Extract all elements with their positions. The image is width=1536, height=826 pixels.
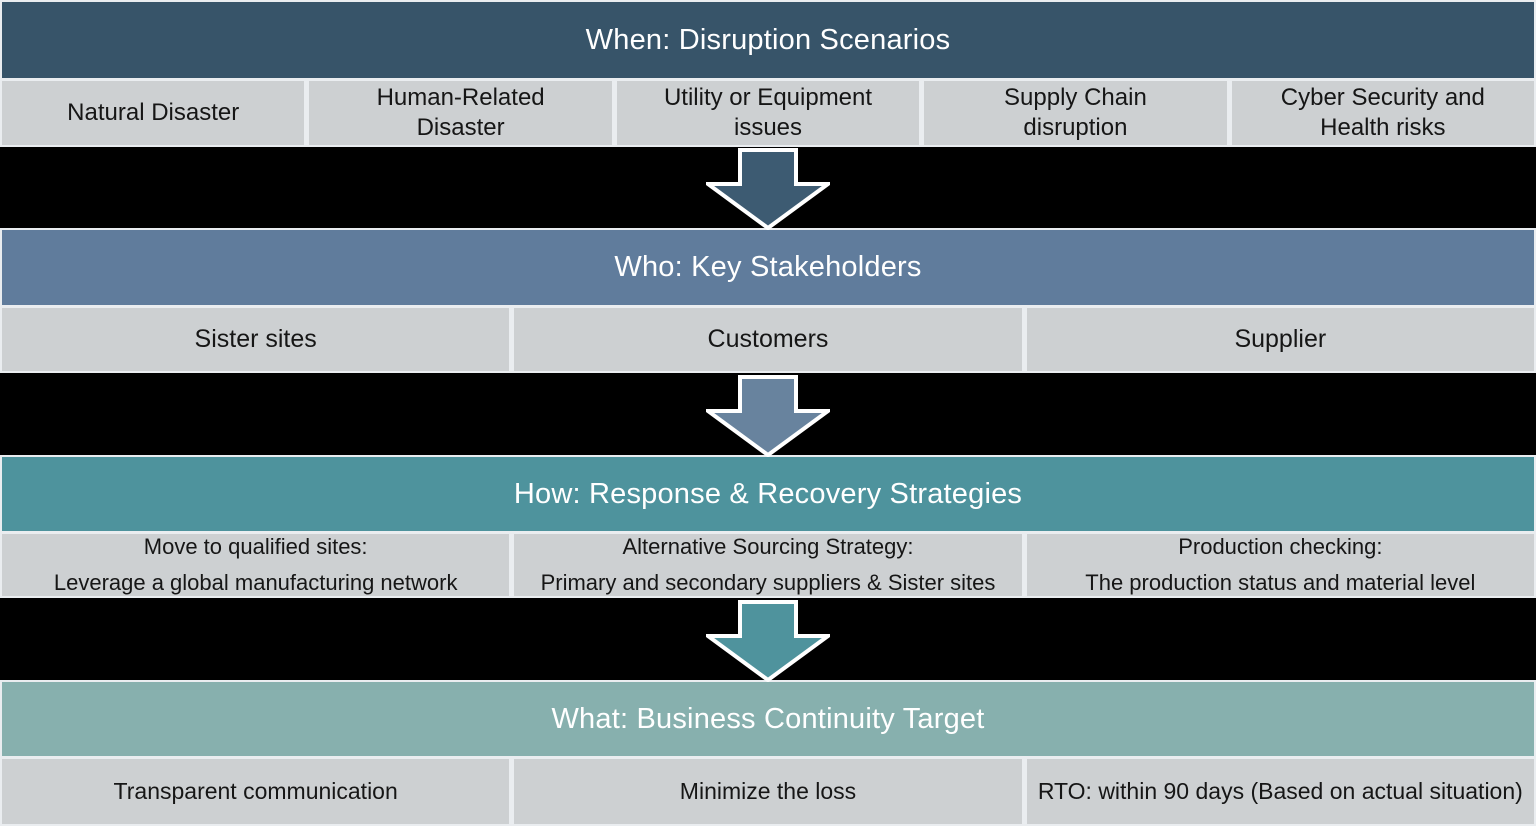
cell-transparent-communication: Transparent communication bbox=[2, 759, 510, 824]
connector-band-3 bbox=[0, 598, 1536, 682]
cell-sister-sites: Sister sites bbox=[2, 308, 510, 371]
section-what: What: Business Continuity Target Transpa… bbox=[0, 680, 1536, 826]
cell-supplier: Supplier bbox=[1026, 308, 1534, 371]
section-when-title: When: Disruption Scenarios bbox=[585, 23, 951, 56]
section-when-header: When: Disruption Scenarios bbox=[2, 2, 1534, 78]
connector-band-2 bbox=[0, 373, 1536, 457]
down-arrow-icon bbox=[706, 148, 830, 230]
cell-human-related-disaster: Human-Related Disaster bbox=[309, 81, 612, 145]
section-who-header: Who: Key Stakeholders bbox=[2, 230, 1534, 305]
section-what-header: What: Business Continuity Target bbox=[2, 682, 1534, 756]
cell-minimize-the-loss: Minimize the loss bbox=[514, 759, 1022, 824]
section-how-title: How: Response & Recovery Strategies bbox=[513, 477, 1023, 510]
down-arrow-icon bbox=[706, 375, 830, 457]
cell-natural-disaster: Natural Disaster bbox=[2, 81, 305, 145]
cell-cyber-security-health-risks: Cyber Security and Health risks bbox=[1231, 81, 1535, 145]
section-what-cells: Transparent communication Minimize the l… bbox=[2, 759, 1534, 824]
cell-customers: Customers bbox=[514, 308, 1022, 371]
down-arrow-shape bbox=[706, 375, 830, 457]
section-when-cells: Natural Disaster Human-Related Disaster … bbox=[2, 81, 1535, 145]
cell-production-checking: Production checking: The production stat… bbox=[1026, 534, 1534, 596]
section-how: How: Response & Recovery Strategies Move… bbox=[0, 455, 1536, 598]
section-how-cells: Move to qualified sites: Leverage a glob… bbox=[2, 534, 1534, 596]
section-who-title: Who: Key Stakeholders bbox=[614, 251, 922, 283]
down-arrow-shape bbox=[706, 600, 830, 682]
section-who-cells: Sister sites Customers Supplier bbox=[2, 308, 1534, 371]
cell-utility-equipment-issues: Utility or Equipment issues bbox=[616, 81, 920, 145]
cell-supply-chain-disruption: Supply Chain disruption bbox=[924, 81, 1227, 145]
cell-rto-target: RTO: within 90 days (Based on actual sit… bbox=[1026, 759, 1534, 824]
connector-band-1 bbox=[0, 147, 1536, 230]
section-how-header: How: Response & Recovery Strategies bbox=[2, 457, 1534, 531]
section-what-title: What: Business Continuity Target bbox=[551, 702, 985, 735]
section-who: Who: Key Stakeholders Sister sites Custo… bbox=[0, 228, 1536, 373]
down-arrow-shape bbox=[706, 148, 830, 230]
cell-move-to-qualified-sites: Move to qualified sites: Leverage a glob… bbox=[2, 534, 510, 596]
section-when: When: Disruption Scenarios Natural Disas… bbox=[0, 0, 1536, 147]
cell-alternative-sourcing-strategy: Alternative Sourcing Strategy: Primary a… bbox=[514, 534, 1022, 596]
down-arrow-icon bbox=[706, 600, 830, 682]
